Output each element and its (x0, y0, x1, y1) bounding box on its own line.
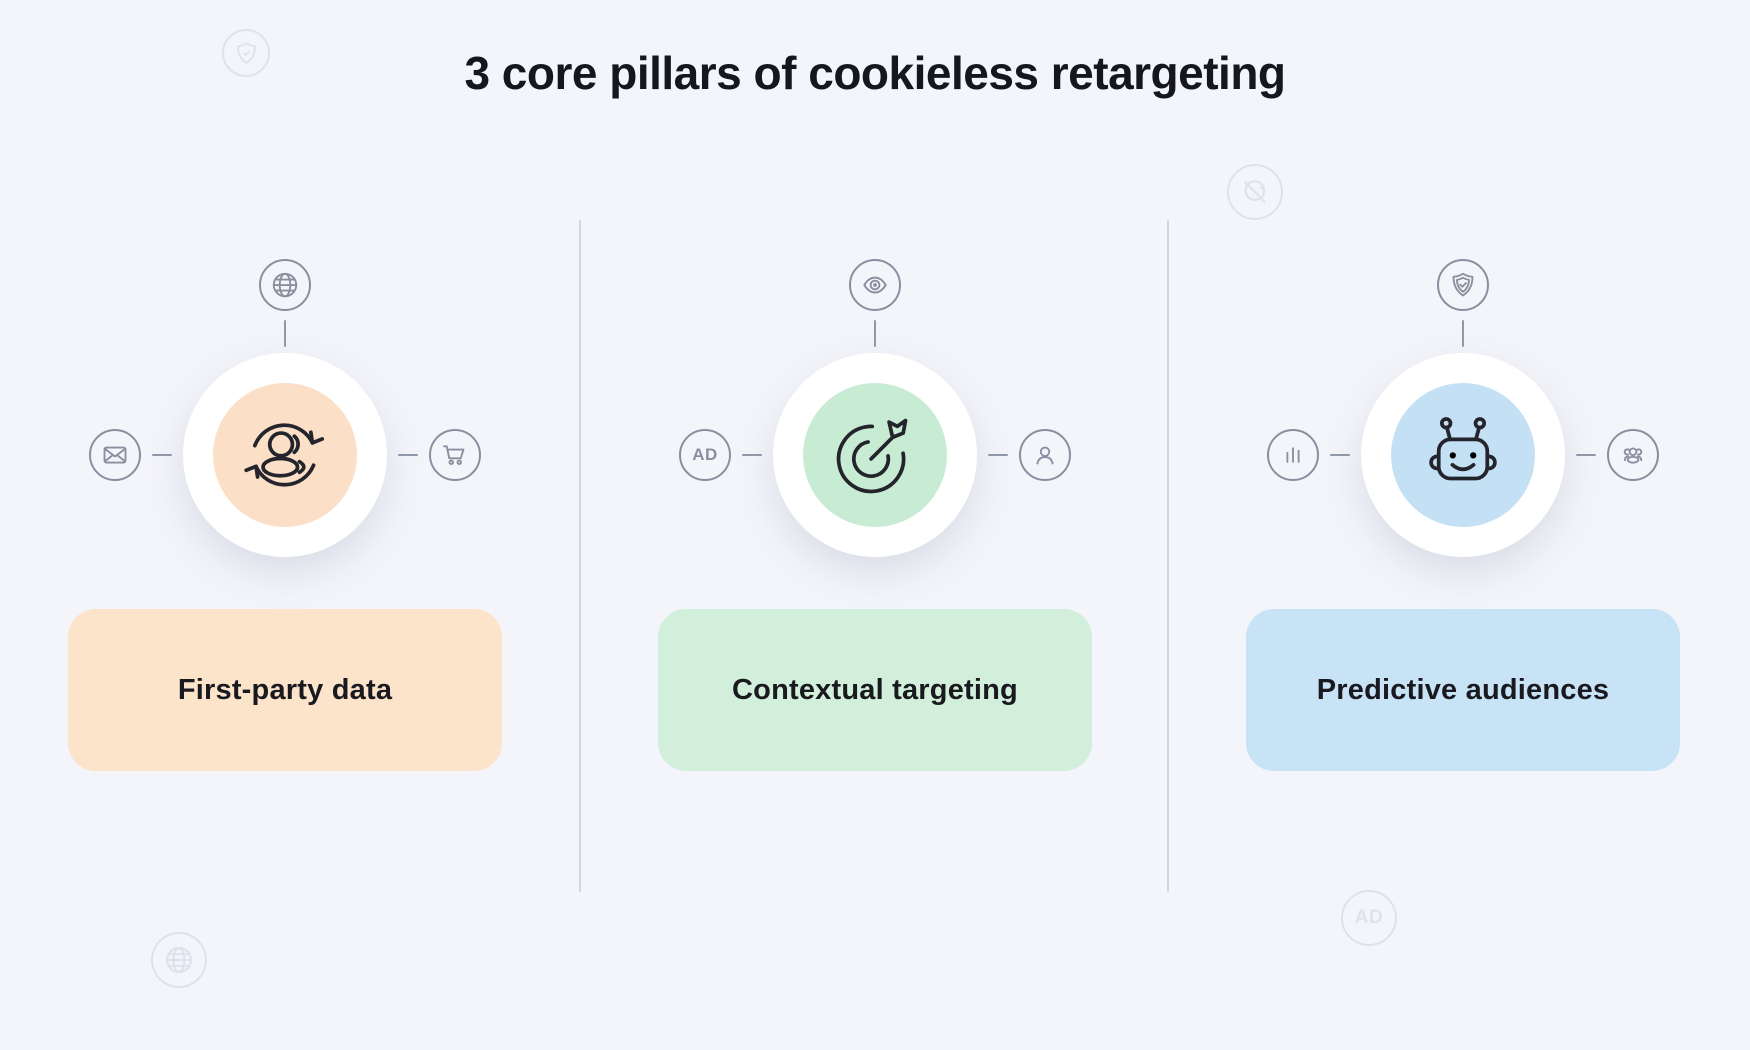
shield-check-bg-icon (222, 29, 270, 77)
column-divider-2 (1167, 220, 1169, 892)
connector-top (1462, 320, 1464, 347)
connector-right (398, 454, 418, 456)
pillar-label: First-party data (177, 673, 393, 706)
eye-icon (849, 259, 901, 311)
hub-contextual-targeting (773, 353, 977, 557)
globe-bg-icon (151, 932, 207, 988)
pillar-first-party-data: First-party data (65, 0, 505, 1050)
bar-chart-icon (1267, 429, 1319, 481)
pillar-label: Predictive audiences (1316, 673, 1610, 706)
envelope-icon (89, 429, 141, 481)
hub-first-party-data (183, 353, 387, 557)
column-divider-1 (579, 220, 581, 892)
connector-left (1330, 454, 1350, 456)
cart-icon (429, 429, 481, 481)
connector-left (152, 454, 172, 456)
pillar-card: Contextual targeting (658, 609, 1092, 771)
ad-badge-text: AD (692, 445, 718, 464)
connector-left (742, 454, 762, 456)
page-title: 3 core pillars of cookieless retargeting (464, 47, 1286, 99)
person-icon (1019, 429, 1071, 481)
connector-right (1576, 454, 1596, 456)
pillar-label: Contextual targeting (732, 673, 1018, 706)
pillar-contextual-targeting: AD Contextual targeting (655, 0, 1095, 1050)
no-cookie-bg-icon (1227, 164, 1283, 220)
hub-predictive-audiences (1361, 353, 1565, 557)
target-dart-icon (803, 383, 947, 527)
ad-badge: AD (679, 429, 731, 481)
pillar-card: First-party data (68, 609, 502, 771)
people-group-icon (1607, 429, 1659, 481)
connector-top (874, 320, 876, 347)
globe-icon (259, 259, 311, 311)
robot-icon (1391, 383, 1535, 527)
pillar-predictive-audiences: Predictive audiences (1243, 0, 1683, 1050)
connector-right (988, 454, 1008, 456)
ad-bg-badge: AD (1341, 890, 1397, 946)
ad-bg-badge-text: AD (1354, 907, 1384, 928)
shield-check-icon (1437, 259, 1489, 311)
pillar-card: Predictive audiences (1246, 609, 1680, 771)
connector-top (284, 320, 286, 347)
user-sync-icon (213, 383, 357, 527)
